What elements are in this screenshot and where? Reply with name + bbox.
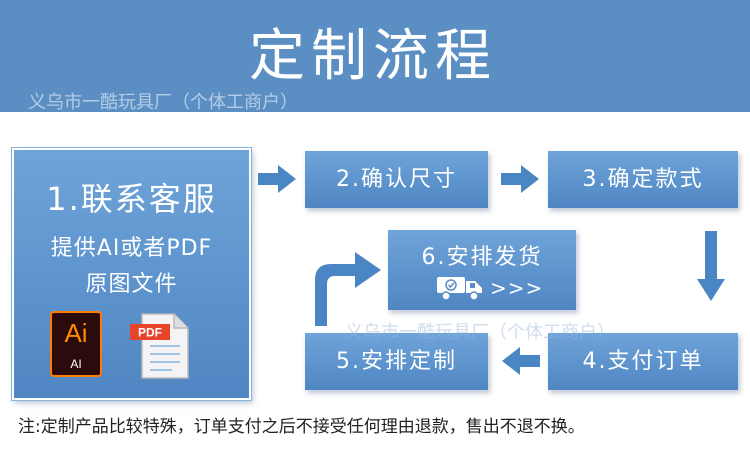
step-confirm-size: 2.确认尺寸: [305, 151, 488, 208]
page-title: 定制流程: [249, 24, 497, 89]
step-2-label: 2.确认尺寸: [336, 167, 457, 192]
step-1-line3: 原图文件: [85, 272, 178, 297]
step-arrange-shipping: 6.安排发货 >>>: [388, 230, 576, 310]
down-arrow-icon: [697, 231, 725, 301]
step-pay-order: 4.支付订单: [548, 333, 738, 390]
ai-icon-big-text: Ai: [64, 318, 88, 348]
step-6-label: 6.安排发货: [421, 245, 543, 270]
ai-icon-small-text: AI: [70, 357, 82, 371]
title-plate: [206, 18, 540, 100]
right-arrow-icon: [258, 165, 296, 193]
watermark-text-2: 义乌市一酷玩具厂（个体工商户）: [345, 322, 615, 343]
curved-up-arrow-icon: [315, 252, 381, 326]
step-1-title: 1.联系客服: [46, 180, 217, 218]
step-4-label: 4.支付订单: [582, 349, 704, 374]
watermark-text: 义乌市一酷玩具厂（个体工商户）: [28, 92, 298, 113]
pdf-icon-label: PDF: [138, 326, 162, 340]
left-arrow-icon: [502, 347, 540, 375]
step-1-line2: 提供AI或者PDF: [50, 236, 213, 261]
step-arrange-production: 5.安排定制: [305, 333, 488, 390]
footer-note: 注:定制产品比较特殊，订单支付之后不接受任何理由退款，售出不退不换。: [18, 417, 585, 437]
adobe-illustrator-icon: Ai AI: [50, 311, 102, 377]
step-3-label: 3.确定款式: [582, 167, 704, 192]
pdf-file-icon: PDF: [130, 313, 189, 379]
delivery-truck-icon: [437, 277, 482, 301]
step-confirm-style: 3.确定款式: [548, 151, 738, 208]
step-contact-service: 1.联系客服 提供AI或者PDF 原图文件: [12, 148, 251, 400]
step-5-label: 5.安排定制: [336, 349, 457, 374]
step-6-arrows: >>>: [490, 276, 544, 300]
right-arrow-icon: [501, 165, 539, 193]
